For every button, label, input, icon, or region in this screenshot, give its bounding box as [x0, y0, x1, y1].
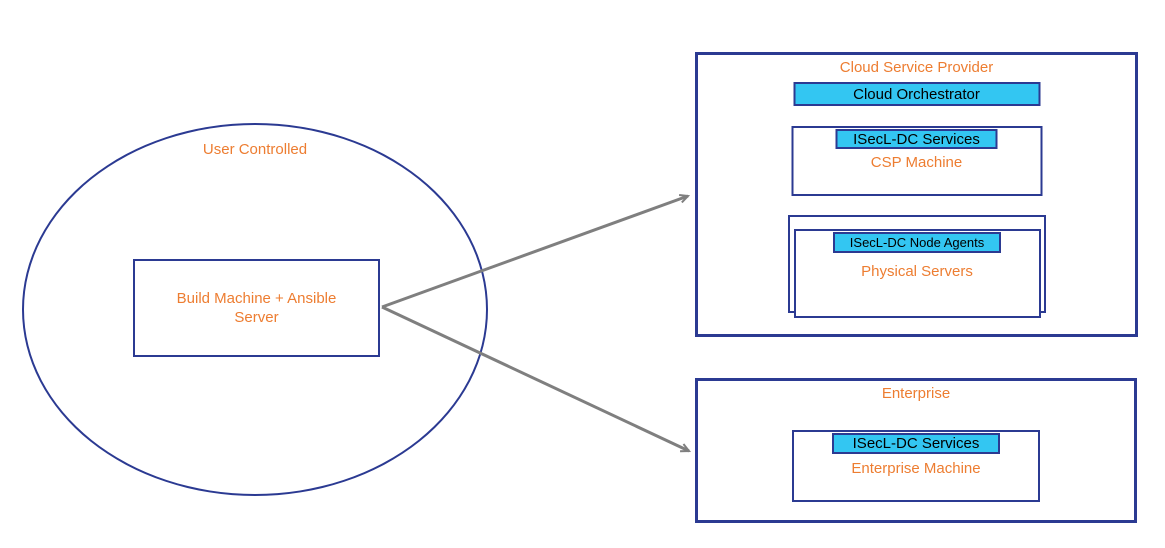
cloud-service-provider-box: Cloud Service Provider Cloud Orchestrato…	[695, 52, 1138, 337]
isecl-dc-services-label-enterprise: ISecL-DC Services	[852, 435, 980, 452]
cloud-orchestrator-label: Cloud Orchestrator	[853, 85, 980, 103]
isecl-dc-services-chip-csp: ISecL-DC Services	[835, 129, 998, 149]
isecl-dc-node-agents-label: ISecL-DC Node Agents	[849, 235, 985, 250]
physical-servers-stack: ISecL-DC Node Agents Physical Servers	[787, 215, 1046, 319]
cloud-service-provider-title: Cloud Service Provider	[839, 59, 994, 76]
physical-servers-front-box: ISecL-DC Node Agents Physical Servers	[793, 229, 1041, 318]
isecl-dc-services-chip-enterprise: ISecL-DC Services	[832, 433, 1000, 454]
cloud-orchestrator-box: Cloud Orchestrator	[793, 82, 1040, 106]
enterprise-box: Enterprise ISecL-DC Services Enterprise …	[695, 378, 1137, 523]
user-controlled-label: User Controlled	[202, 141, 308, 158]
csp-machine-label: CSP Machine	[870, 154, 963, 171]
csp-machine-box: ISecL-DC Services CSP Machine	[791, 126, 1042, 196]
enterprise-machine-box: ISecL-DC Services Enterprise Machine	[792, 430, 1040, 502]
enterprise-title: Enterprise	[881, 385, 951, 402]
isecl-dc-node-agents-chip: ISecL-DC Node Agents	[833, 232, 1001, 253]
build-machine-box: Build Machine + Ansible Server	[133, 259, 380, 357]
enterprise-machine-label: Enterprise Machine	[851, 460, 981, 477]
isecl-dc-services-label-csp: ISecL-DC Services	[853, 130, 980, 148]
physical-servers-label: Physical Servers	[861, 263, 973, 280]
build-machine-label: Build Machine + Ansible Server	[176, 289, 337, 327]
